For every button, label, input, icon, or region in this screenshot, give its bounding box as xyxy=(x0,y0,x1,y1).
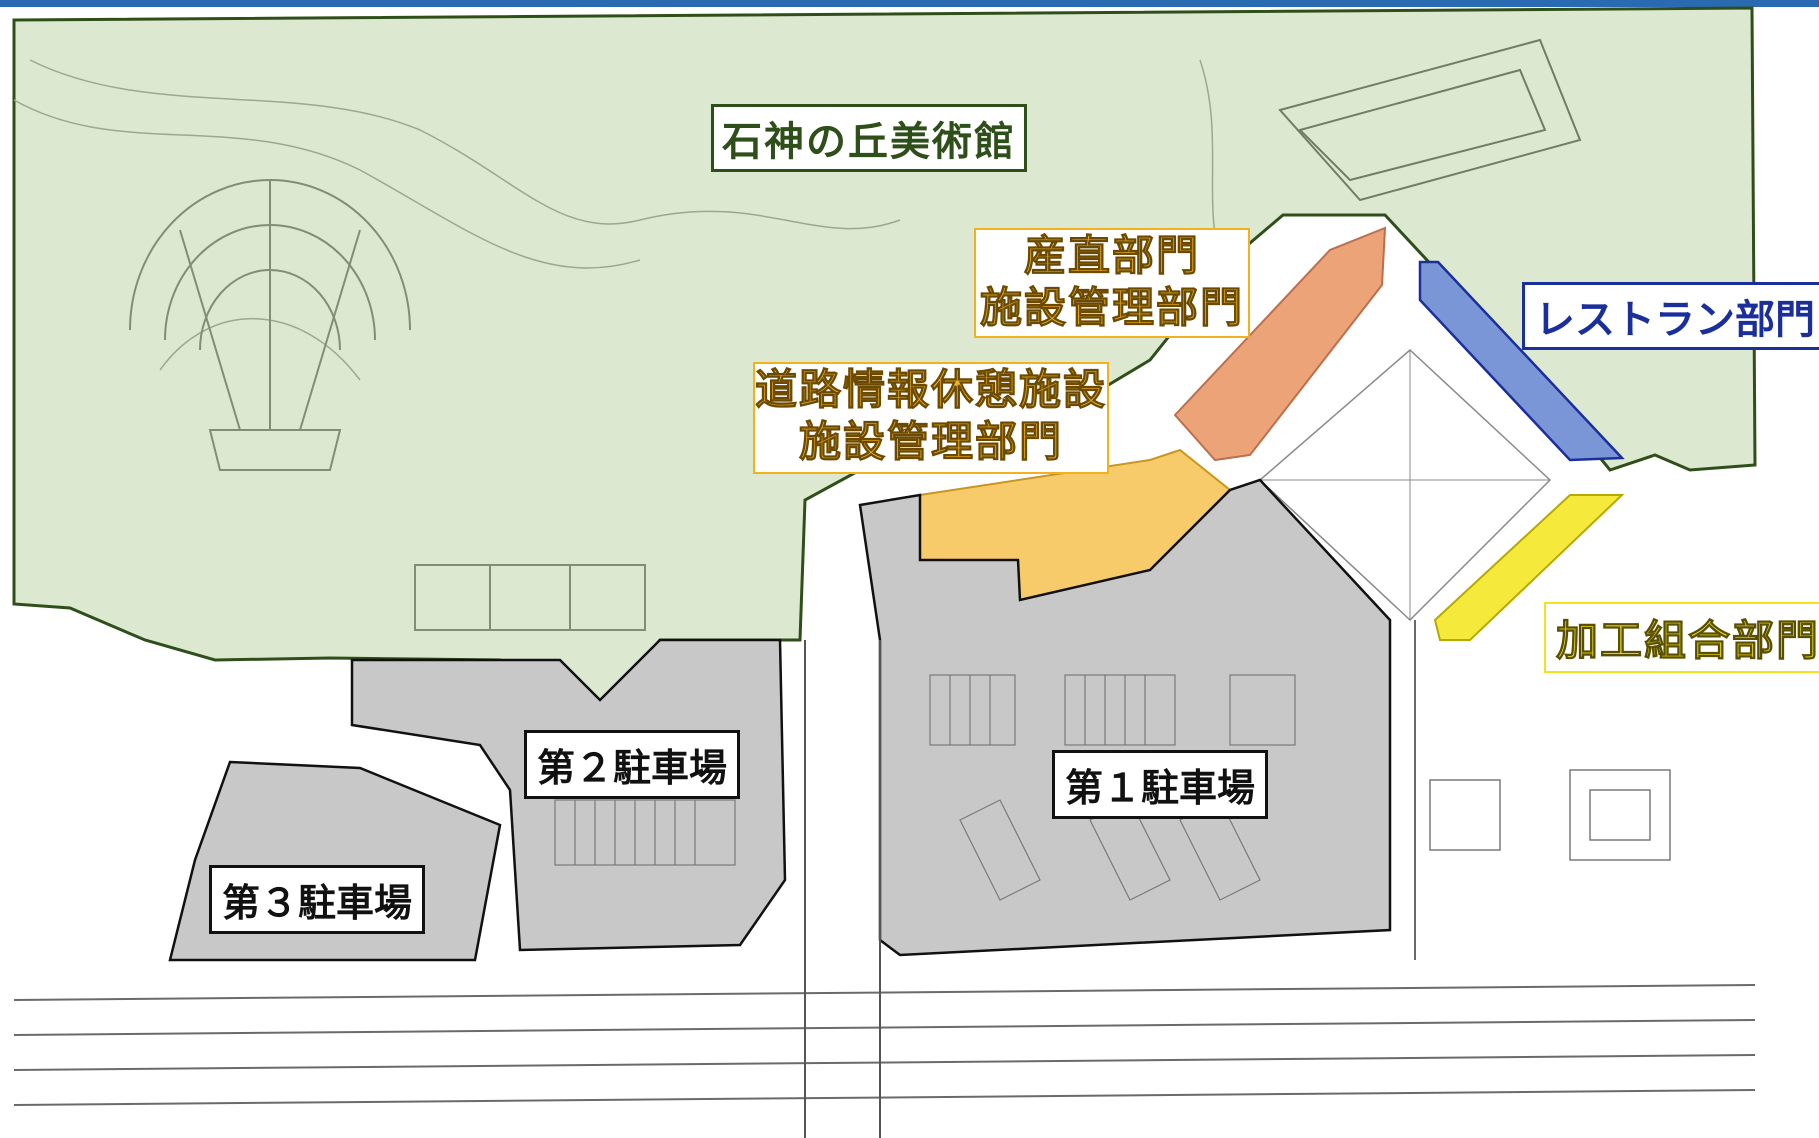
road-lines xyxy=(13,620,1756,1138)
museum-label: 石神の丘美術館 xyxy=(711,104,1027,172)
sancho-label-line1: 産直部門 xyxy=(1023,231,1200,281)
parking2-stalls xyxy=(554,799,736,866)
road-rest-label-line2: 施設管理部門 xyxy=(798,417,1063,467)
header-bar xyxy=(0,0,1819,7)
kako-building xyxy=(1433,494,1625,641)
sancho-label-line2: 施設管理部門 xyxy=(979,283,1244,333)
restaurant-label: レストラン部門 xyxy=(1522,282,1819,350)
kako-label: 加工組合部門 xyxy=(1544,602,1819,673)
sancho-building xyxy=(1173,226,1387,462)
restaurant-building xyxy=(1418,260,1625,462)
museum-building xyxy=(1278,38,1582,202)
parking2-label: 第２駐車場 xyxy=(524,730,741,799)
parking1-label: 第１駐車場 xyxy=(1052,750,1269,819)
road-rest-label: 道路情報休憩施設 施設管理部門 xyxy=(753,362,1109,474)
parking3-label: 第３駐車場 xyxy=(209,865,426,934)
sancho-label: 産直部門 施設管理部門 xyxy=(974,228,1250,338)
right-buildings xyxy=(1429,769,1671,861)
amphitheatre xyxy=(129,179,646,631)
road-rest-label-line1: 道路情報休憩施設 xyxy=(755,365,1108,415)
